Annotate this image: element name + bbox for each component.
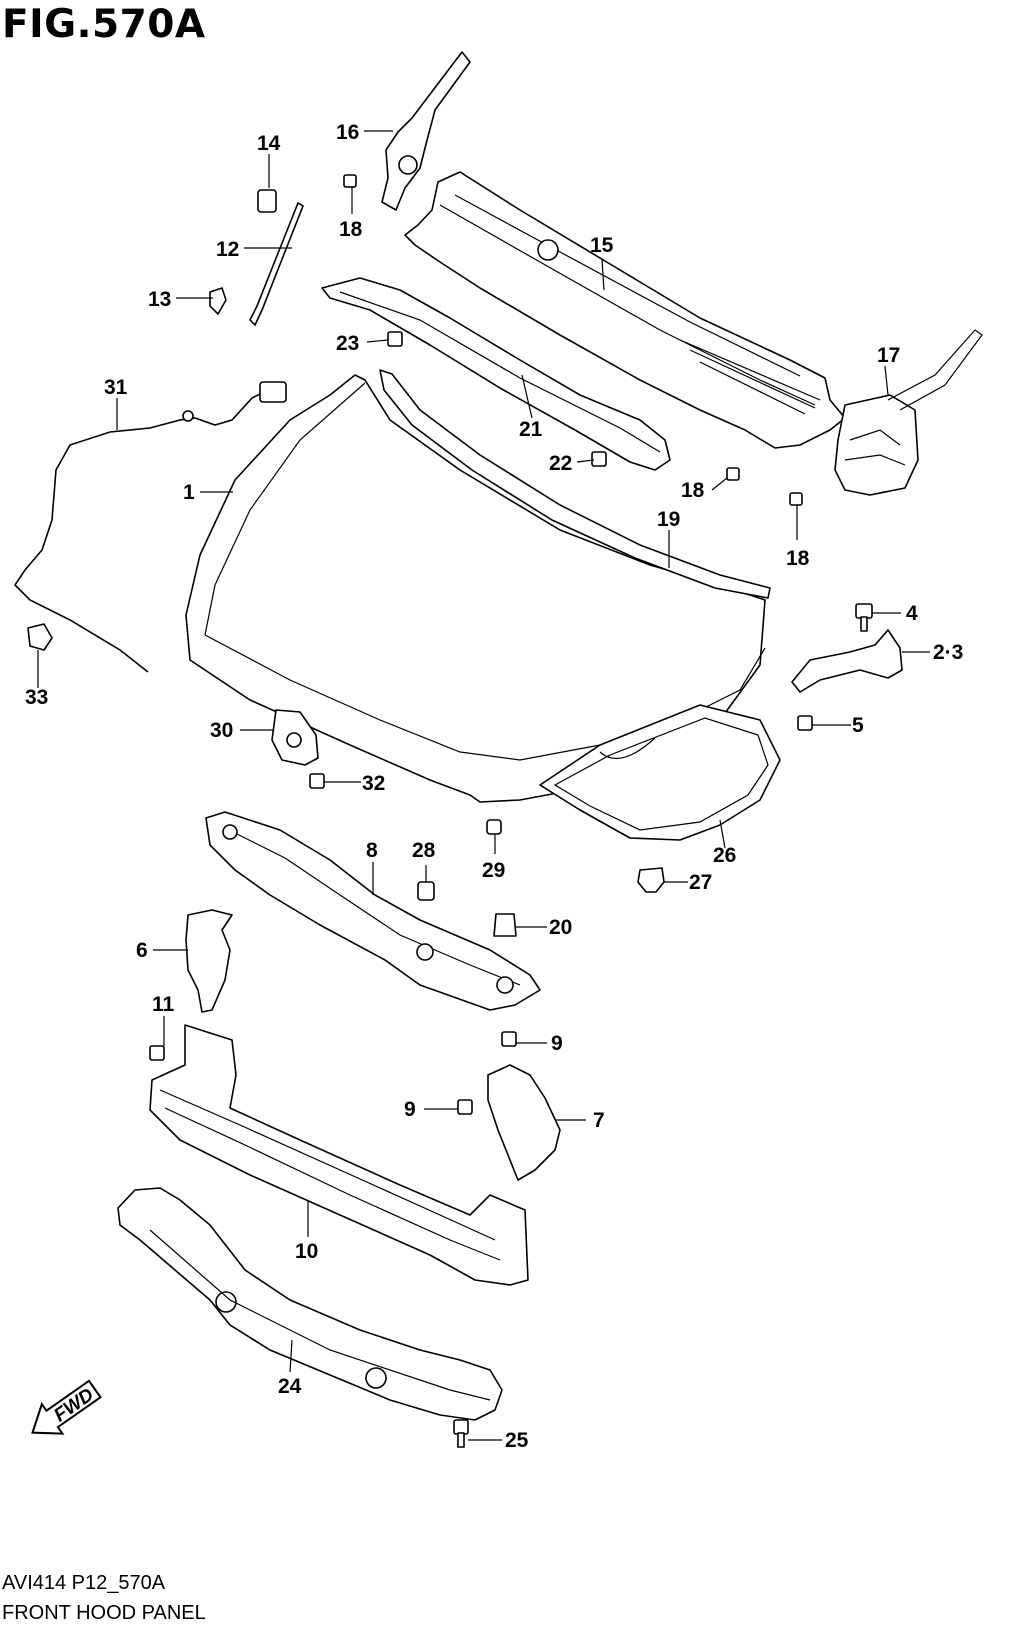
callout-28: 28 (412, 839, 436, 862)
callout-5: 5 (852, 714, 864, 737)
hinge-bolt (855, 603, 873, 619)
bolt-32 (309, 773, 325, 789)
bumper-cushion (493, 913, 517, 937)
callout-16: 16 (336, 121, 359, 144)
callout-20: 20 (549, 916, 572, 939)
hood-hinge (791, 629, 903, 693)
callout-18-b: 18 (681, 479, 705, 502)
callout-23: 23 (336, 332, 359, 355)
cowl-side-right (834, 394, 919, 496)
callout-27: 27 (689, 871, 712, 894)
callout-19: 19 (657, 508, 680, 531)
callout-29: 29 (482, 859, 505, 882)
callout-7: 7 (593, 1109, 605, 1132)
callout-labels: 1 2·3 4 5 6 7 8 9 9 10 11 12 13 14 15 16… (25, 121, 963, 1452)
cushion-28 (417, 881, 435, 901)
figure-title: FIG.570A (2, 2, 206, 47)
callout-4: 4 (906, 602, 918, 625)
callout-2-3: 2·3 (933, 641, 963, 664)
callout-18-a: 18 (339, 218, 363, 241)
callout-22: 22 (549, 452, 572, 475)
callout-1: 1 (183, 481, 195, 504)
nut-22 (591, 451, 607, 467)
callout-18-c: 18 (786, 547, 810, 570)
hood-rear-seal (321, 277, 671, 471)
callout-26: 26 (713, 844, 736, 867)
callout-14: 14 (257, 132, 281, 155)
drawing-code: AVI414 P12_570A (2, 1572, 166, 1594)
callout-33: 33 (25, 686, 48, 709)
fwd-arrow: FWD (31, 1379, 102, 1435)
callout-10: 10 (295, 1240, 318, 1263)
callout-32: 32 (362, 772, 385, 795)
left-bracket (185, 909, 233, 1013)
callout-17: 17 (877, 344, 900, 367)
screw-23 (387, 331, 403, 347)
callout-15: 15 (590, 234, 614, 257)
cushion-29 (486, 819, 502, 835)
stay-holder (209, 287, 227, 315)
clip-18 (726, 467, 740, 481)
clip-18 (789, 492, 803, 506)
callout-6: 6 (136, 939, 148, 962)
clip-18 (343, 174, 357, 188)
bolt-9 (457, 1099, 473, 1115)
callout-30: 30 (210, 719, 233, 742)
right-bracket (487, 1064, 561, 1181)
lower-crossmember (117, 1187, 503, 1421)
callout-31: 31 (104, 376, 128, 399)
callout-11: 11 (152, 993, 175, 1016)
bolt-11 (149, 1045, 165, 1061)
bumper-reinforcement (149, 1024, 529, 1286)
callout-21: 21 (519, 418, 543, 441)
stay-clip (257, 189, 277, 213)
clip-27 (637, 867, 665, 893)
callout-13: 13 (148, 288, 171, 311)
callout-25: 25 (505, 1429, 529, 1452)
callout-24: 24 (278, 1375, 302, 1398)
callout-9-lower: 9 (404, 1098, 416, 1121)
leader-lines (37, 130, 930, 1441)
hinge-bolt-lower (797, 715, 813, 731)
hood-panel (185, 374, 766, 803)
bolt-9 (501, 1031, 517, 1047)
callout-12: 12 (216, 238, 239, 261)
hood-seal (379, 369, 771, 599)
figure-caption: FRONT HOOD PANEL (2, 1602, 206, 1624)
callout-9-upper: 9 (551, 1032, 563, 1055)
cable-clamp (27, 623, 53, 651)
bolt-25 (453, 1419, 469, 1435)
release-cable (13, 389, 269, 673)
callout-8: 8 (366, 839, 378, 862)
hood-insulator (539, 704, 781, 841)
hood-stay-rod (249, 201, 304, 327)
